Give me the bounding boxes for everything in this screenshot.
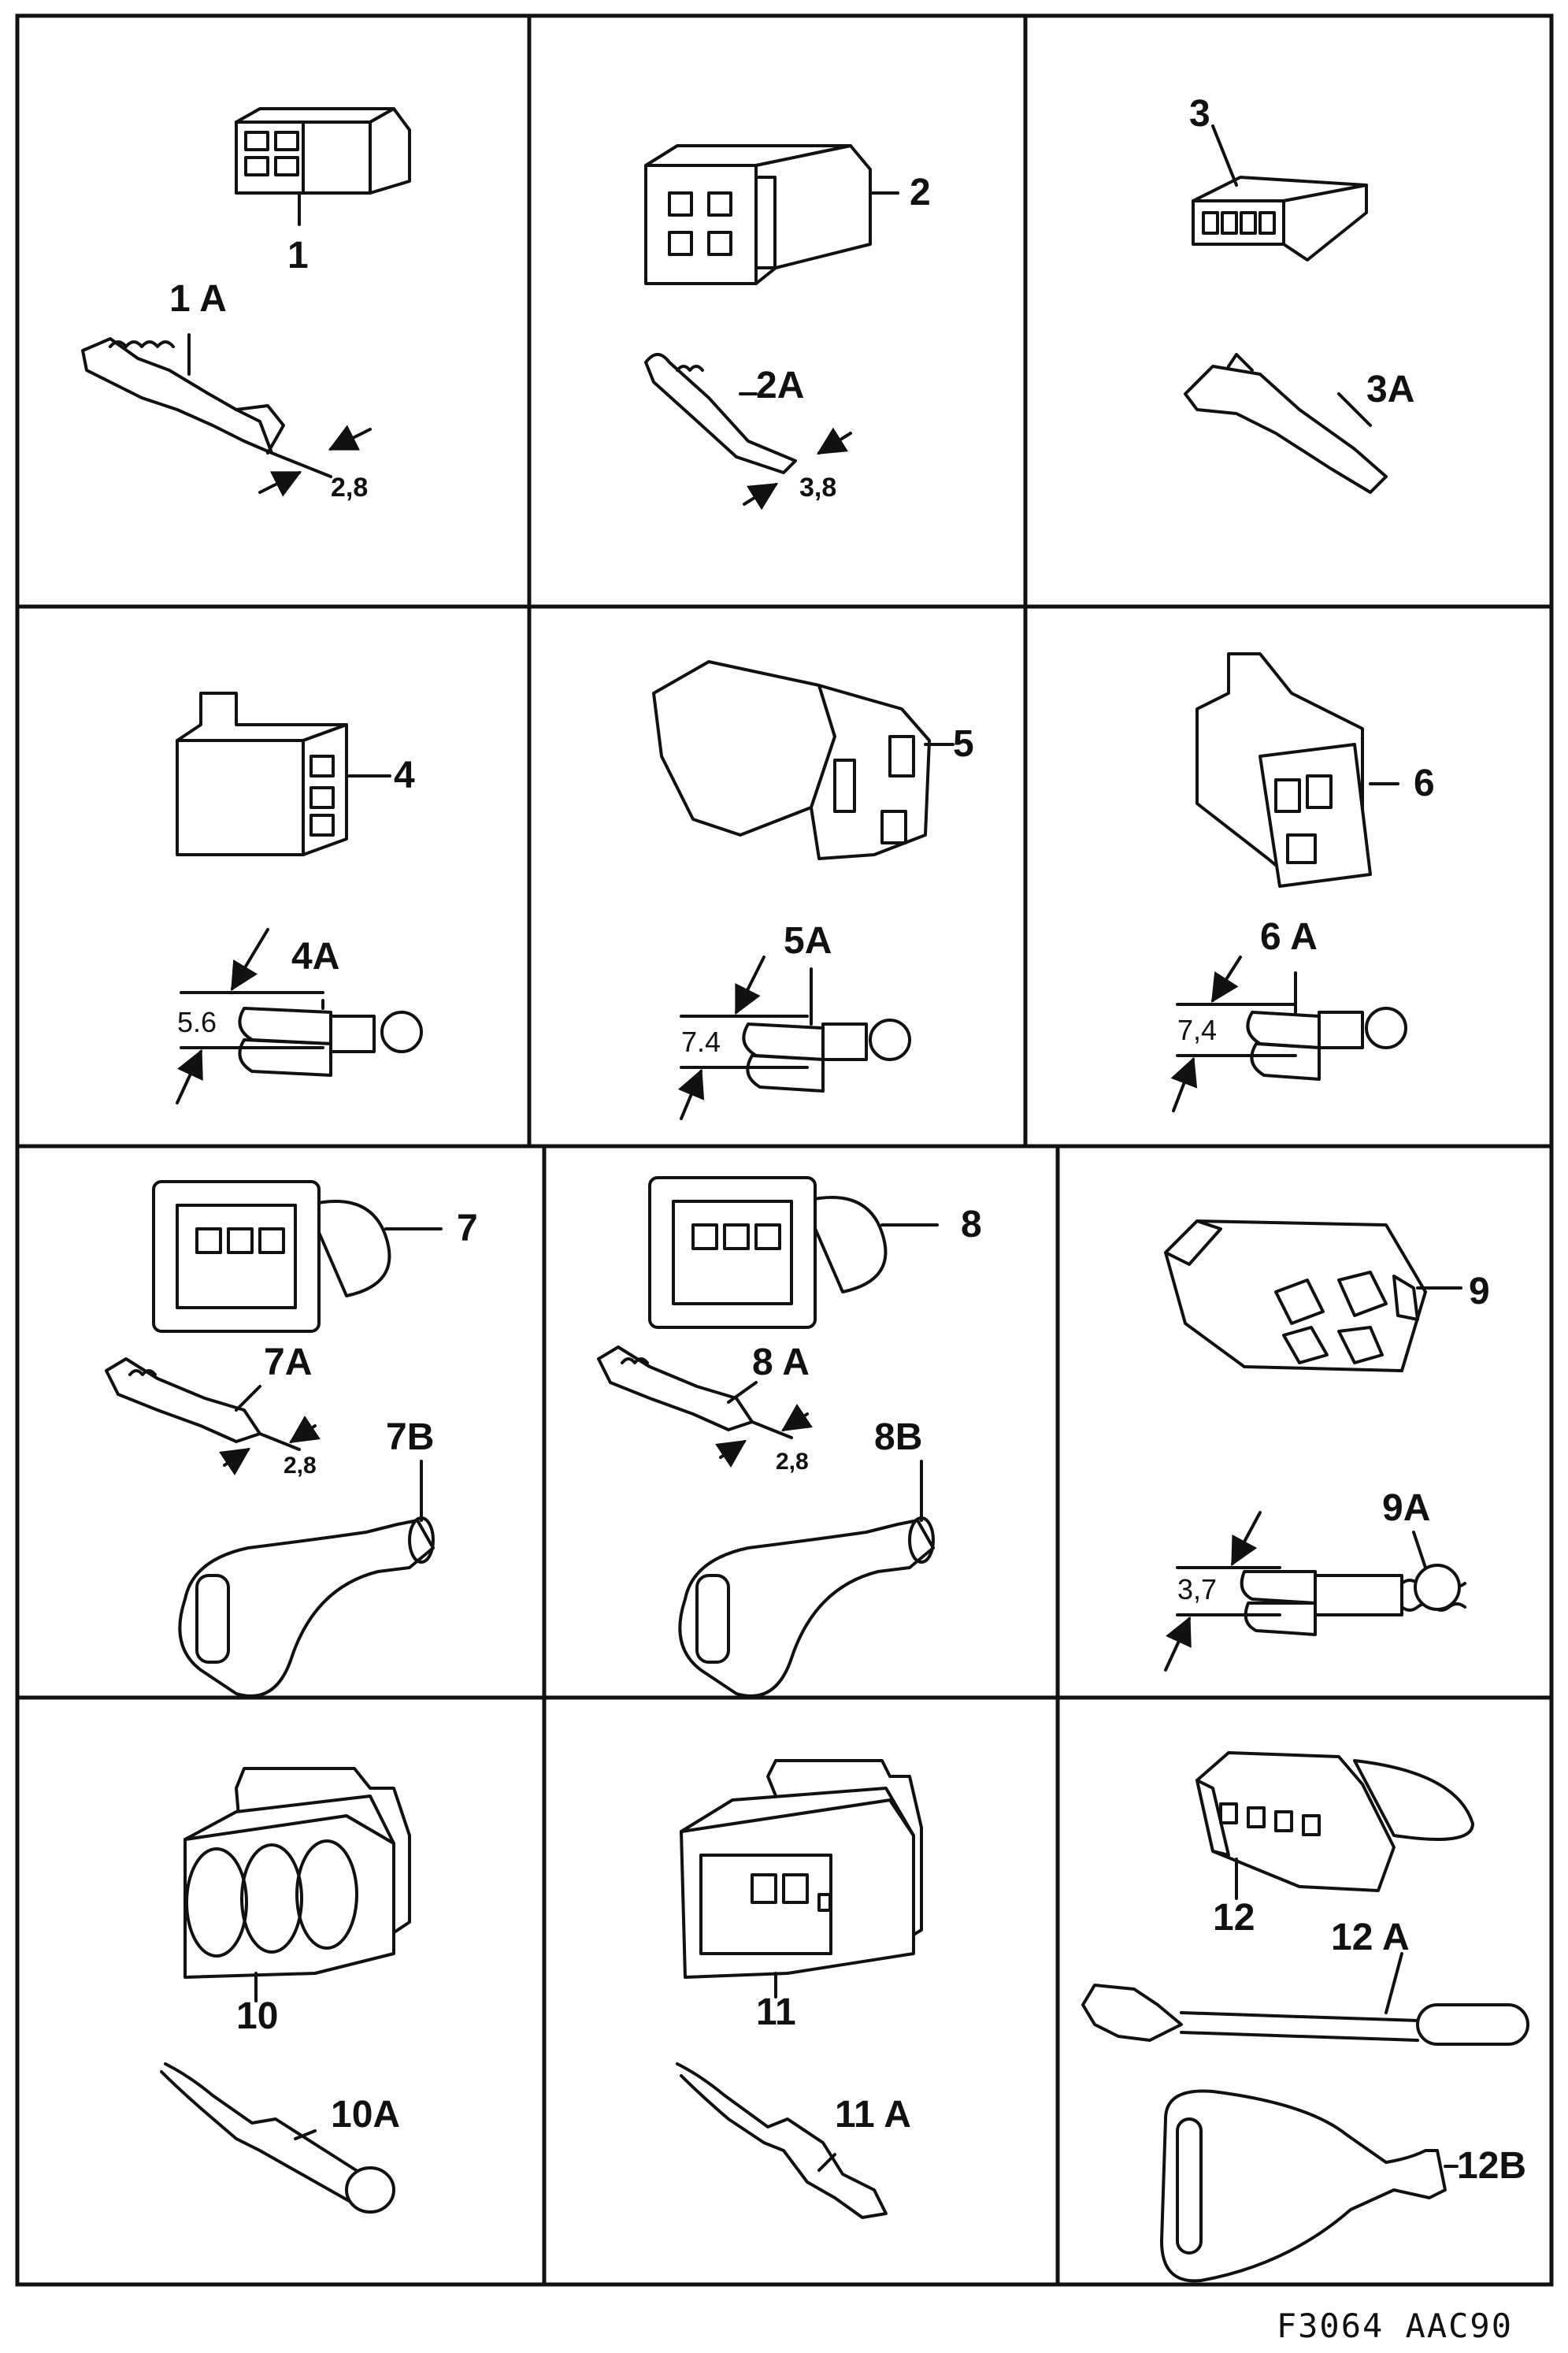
cell-8-boot-label: 8B: [874, 1416, 922, 1458]
cell-9-main-label: 9: [1469, 1271, 1490, 1312]
terminal-5a-drawing: [742, 967, 911, 1093]
cell-1-sub-label: 1 A: [169, 278, 227, 320]
connector-5-drawing: [652, 660, 955, 860]
cell-5-dim-label: 7.4: [681, 1026, 721, 1058]
connector-6-drawing: [1195, 652, 1399, 888]
terminal-12a-drawing: [1081, 1952, 1529, 2046]
cell-11-sub-label: 11 A: [835, 2094, 911, 2136]
dimension-2a-lines: [743, 427, 852, 510]
connector-7-drawing: [152, 1180, 443, 1333]
cell-7: [105, 1180, 443, 1698]
cell-5-sub-label: 5A: [784, 920, 832, 962]
terminal-3a-drawing: [1184, 353, 1388, 494]
cell-1: [81, 107, 411, 497]
terminal-9a-drawing: [1240, 1531, 1466, 1636]
cell-4-main-label: 4: [394, 755, 415, 796]
connector-12-drawing: [1195, 1751, 1474, 1900]
cell-4-dim-label: 5.6: [177, 1006, 217, 1038]
dimension-1a-lines: [258, 425, 372, 497]
cell-4: [176, 692, 423, 1104]
connector-9-drawing: [1164, 1219, 1462, 1372]
cell-4-sub-label: 4A: [291, 936, 339, 978]
terminal-7a-drawing: [105, 1357, 301, 1451]
dimension-7a-lines: [219, 1416, 321, 1475]
cell-6: [1170, 652, 1407, 1112]
cell-9: [1164, 1219, 1466, 1672]
terminal-6a-drawing: [1246, 971, 1407, 1081]
terminal-4a-drawing: [238, 999, 423, 1077]
cell-12-boot-label: 12B: [1457, 2145, 1526, 2187]
connector-1-drawing: [235, 107, 411, 226]
boot-8b-drawing: [678, 1460, 935, 1698]
cell-12-main-label: 12: [1213, 1897, 1255, 1939]
connector-11-drawing: [680, 1759, 923, 1999]
cell-6-sub-label: 6 A: [1260, 916, 1318, 958]
terminal-1a-drawing: [81, 333, 332, 478]
cell-8: [597, 1176, 939, 1698]
cell-2-dim-label: 3,8: [799, 473, 836, 503]
cell-12-sub-label: 12 A: [1331, 1917, 1410, 1958]
cell-11: [676, 1759, 923, 2219]
cell-6-dim-label: 7,4: [1177, 1014, 1217, 1046]
connector-4-drawing: [176, 692, 391, 856]
cell-10: [160, 1767, 411, 2214]
cell-8-sub-label: 8 A: [752, 1342, 810, 1383]
cell-3-sub-label: 3A: [1366, 369, 1414, 410]
cell-8-main-label: 8: [961, 1204, 982, 1245]
dimension-8a-lines: [715, 1404, 813, 1468]
cell-11-main-label: 11: [756, 1991, 796, 2033]
cell-7-boot-label: 7B: [386, 1416, 434, 1458]
cell-1-main-label: 1: [287, 235, 309, 276]
cell-8-dim-label: 2,8: [776, 1449, 809, 1475]
cell-7-sub-label: 7A: [264, 1342, 312, 1383]
cell-10-sub-label: 10A: [331, 2094, 400, 2136]
connector-10-drawing: [183, 1767, 411, 2002]
dimension-5a-lines: [677, 956, 809, 1120]
terminal-11a-drawing: [676, 2062, 888, 2219]
cell-7-main-label: 7: [457, 1208, 478, 1249]
terminal-8a-drawing: [597, 1345, 793, 1439]
terminal-2a-drawing: [644, 353, 797, 474]
dimension-9a-lines: [1164, 1511, 1281, 1672]
dimension-6a-lines: [1170, 956, 1297, 1112]
cell-6-main-label: 6: [1414, 763, 1435, 804]
grid-frame: [15, 13, 1554, 2287]
boot-12b-drawing: [1160, 2089, 1459, 2283]
cell-3: [1184, 124, 1388, 494]
connector-2-drawing: [644, 144, 899, 285]
cell-12: [1081, 1751, 1529, 2283]
cell-2-sub-label: 2A: [756, 365, 804, 406]
cell-3-main-label: 3: [1189, 93, 1210, 135]
cell-7-dim-label: 2,8: [284, 1453, 317, 1479]
cell-9-dim-label: 3,7: [1177, 1573, 1217, 1605]
dimension-4a-lines: [176, 928, 324, 1104]
cell-5: [652, 660, 955, 1120]
connector-3-drawing: [1192, 124, 1368, 262]
cell-5-main-label: 5: [953, 723, 974, 765]
cell-2-main-label: 2: [910, 172, 931, 213]
connector-8-drawing: [648, 1176, 939, 1329]
cell-2: [644, 144, 899, 510]
terminal-10a-drawing: [160, 2062, 395, 2214]
figure-reference-code: F3064 AAC90: [1276, 2307, 1513, 2345]
boot-7b-drawing: [178, 1460, 435, 1698]
cell-9-sub-label: 9A: [1382, 1487, 1430, 1529]
cell-1-dim-label: 2,8: [331, 473, 368, 503]
cell-10-main-label: 10: [236, 1995, 278, 2037]
